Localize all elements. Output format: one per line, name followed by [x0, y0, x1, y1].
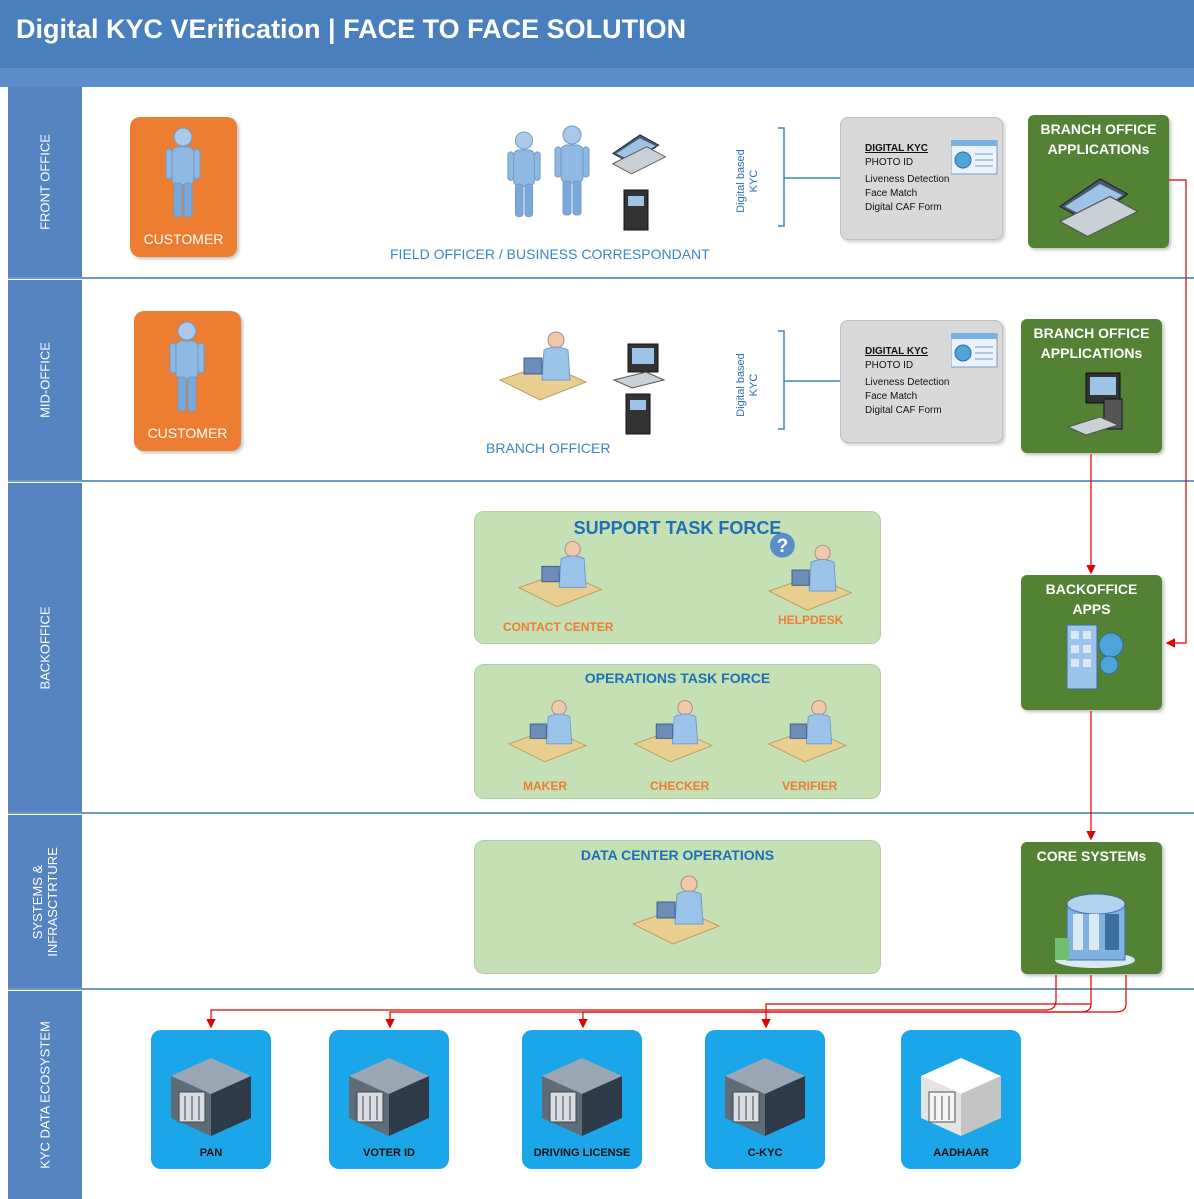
kyc-item: Face Match	[865, 188, 918, 199]
ecosystem-tile-pan: PAN	[151, 1030, 271, 1169]
digital-kyc-card: DIGITAL KYC PHOTO ID Liveness Detection …	[840, 320, 1003, 443]
core-systems-label: CORE SYSTEMs	[1036, 848, 1147, 864]
branch-apps-line2: APPLICATIONs	[1047, 141, 1150, 157]
customer-label: CUSTOMER	[143, 231, 224, 247]
title-bar	[0, 0, 1194, 68]
kyc-item: Digital CAF Form	[865, 405, 942, 416]
flow-arrow-core-to-c-kyc	[761, 1003, 1091, 1029]
kyc-item: PHOTO ID	[865, 360, 914, 371]
ecosystem-tile-driving-license: DRIVING LICENSE	[522, 1030, 642, 1169]
digital-kyc-heading: DIGITAL KYC	[865, 346, 928, 357]
title-subbar	[0, 68, 1194, 87]
ecosystem-tile-aadhaar: AADHAAR	[901, 1030, 1021, 1169]
ecosystem-tile-voter-id: VOTER ID	[329, 1030, 449, 1169]
branch-apps-line1: BRANCH OFFICE	[1033, 325, 1150, 341]
ecosystem-label-voter-id: VOTER ID	[363, 1147, 415, 1159]
kyc-item: Liveness Detection	[865, 174, 950, 185]
lane-backoffice: BACKOFFICE	[8, 483, 82, 812]
lane-divider	[8, 277, 1194, 279]
digital-kyc-card: DIGITAL KYC PHOTO ID Liveness Detection …	[840, 117, 1003, 240]
customer-box: CUSTOMER	[130, 117, 237, 257]
digital-kyc-heading: DIGITAL KYC	[865, 143, 928, 154]
data-center-operations-panel: DATA CENTER OPERATIONS	[474, 840, 881, 974]
lane-front-office: FRONT OFFICE	[8, 87, 82, 277]
lane-mid-office: MID-OFFICE	[8, 280, 82, 480]
digital-kyc-list: DIGITAL KYC PHOTO ID Liveness Detection …	[865, 142, 950, 215]
operations-task-force-title: OPERATIONS TASK FORCE	[584, 670, 771, 686]
laptop-and-terminal-icon	[612, 134, 666, 231]
branch-office-apps-box-mid: BRANCH OFFICE APPLICATIONs	[1021, 319, 1162, 453]
backoffice-apps-label: BACKOFFICE APPS	[1045, 581, 1138, 617]
branch-apps-line2: APPLICATIONs	[1040, 345, 1143, 361]
bracket-connector	[778, 127, 840, 227]
field-officer-label: FIELD OFFICER / BUSINESS CORRESPONDANT	[390, 246, 710, 262]
lane-divider	[8, 988, 1194, 990]
verifier-label: VERIFIER	[782, 779, 838, 793]
flow-arrow-core-to-driving-license	[578, 975, 1127, 1029]
ecosystem-tile-c-kyc: C-KYC	[705, 1030, 825, 1169]
lane-divider	[8, 480, 1194, 482]
kyc-item: Face Match	[865, 391, 918, 402]
flow-arrow-core-to-voter-id	[385, 975, 1092, 1029]
data-center-operations-title: DATA CENTER OPERATIONS	[580, 847, 775, 863]
contact-center-label: CONTACT CENTER	[503, 620, 614, 634]
customer-box: CUSTOMER	[134, 311, 241, 451]
lane-divider	[8, 812, 1194, 814]
ecosystem-label-pan: PAN	[199, 1147, 223, 1159]
desktop-and-terminal-icon	[612, 343, 666, 435]
kyc-item: Digital CAF Form	[865, 202, 942, 213]
lane-kyc-ecosystem: KYC DATA ECOSYSTEM	[8, 991, 82, 1199]
branch-apps-line1: BRANCH OFFICE	[1040, 121, 1157, 137]
digital-kyc-list: DIGITAL KYC PHOTO ID Liveness Detection …	[865, 345, 950, 418]
office-building-icon	[1055, 893, 1135, 968]
flow-arrow-core-to-pan	[206, 975, 1057, 1029]
page-title: Digital KYC VErification | FACE TO FACE …	[16, 14, 687, 44]
branch-office-apps-label: BRANCH OFFICE APPLICATIONs	[1025, 323, 1158, 363]
backoffice-apps-box: BACKOFFICE APPS	[1021, 575, 1162, 710]
lane-systems: SYSTEMS &INFRASCTRTURE	[8, 815, 82, 988]
kyc-item: PHOTO ID	[865, 157, 914, 168]
server-building-icon	[1066, 624, 1124, 690]
helpdesk-label: HELPDESK	[778, 613, 844, 627]
branch-office-apps-label: BRANCH OFFICE APPLICATIONs	[1032, 119, 1165, 159]
flow-arrow-front-to-backoffice	[1165, 179, 1187, 648]
operations-task-force-panel: OPERATIONS TASK FORCE MAKER CHECKER VERI…	[474, 664, 881, 799]
maker-label: MAKER	[523, 779, 567, 793]
desktop-computer-icon	[1066, 372, 1123, 436]
core-systems-box: CORE SYSTEMs	[1021, 842, 1162, 974]
branch-officer-label: BRANCH OFFICER	[486, 440, 611, 456]
ecosystem-label-aadhaar: AADHAAR	[933, 1147, 989, 1159]
customer-label: CUSTOMER	[147, 425, 228, 441]
bracket-connector	[778, 330, 840, 430]
kyc-item: Liveness Detection	[865, 377, 950, 388]
ecosystem-label-driving-license: DRIVING LICENSE	[533, 1147, 631, 1159]
ecosystem-label-c-kyc: C-KYC	[747, 1147, 783, 1159]
support-task-force-title: SUPPORT TASK FORCE	[573, 518, 782, 538]
svg-text:?: ?	[777, 536, 789, 557]
checker-label: CHECKER	[650, 779, 710, 793]
data-vault-icon-light	[921, 1058, 1001, 1136]
support-task-force-panel: SUPPORT TASK FORCE CONTACT CENTER ? HELP…	[474, 511, 881, 644]
helpdesk-agent-icon: ?	[768, 532, 852, 611]
branch-office-apps-box-front: BRANCH OFFICE APPLICATIONs	[1028, 115, 1169, 248]
